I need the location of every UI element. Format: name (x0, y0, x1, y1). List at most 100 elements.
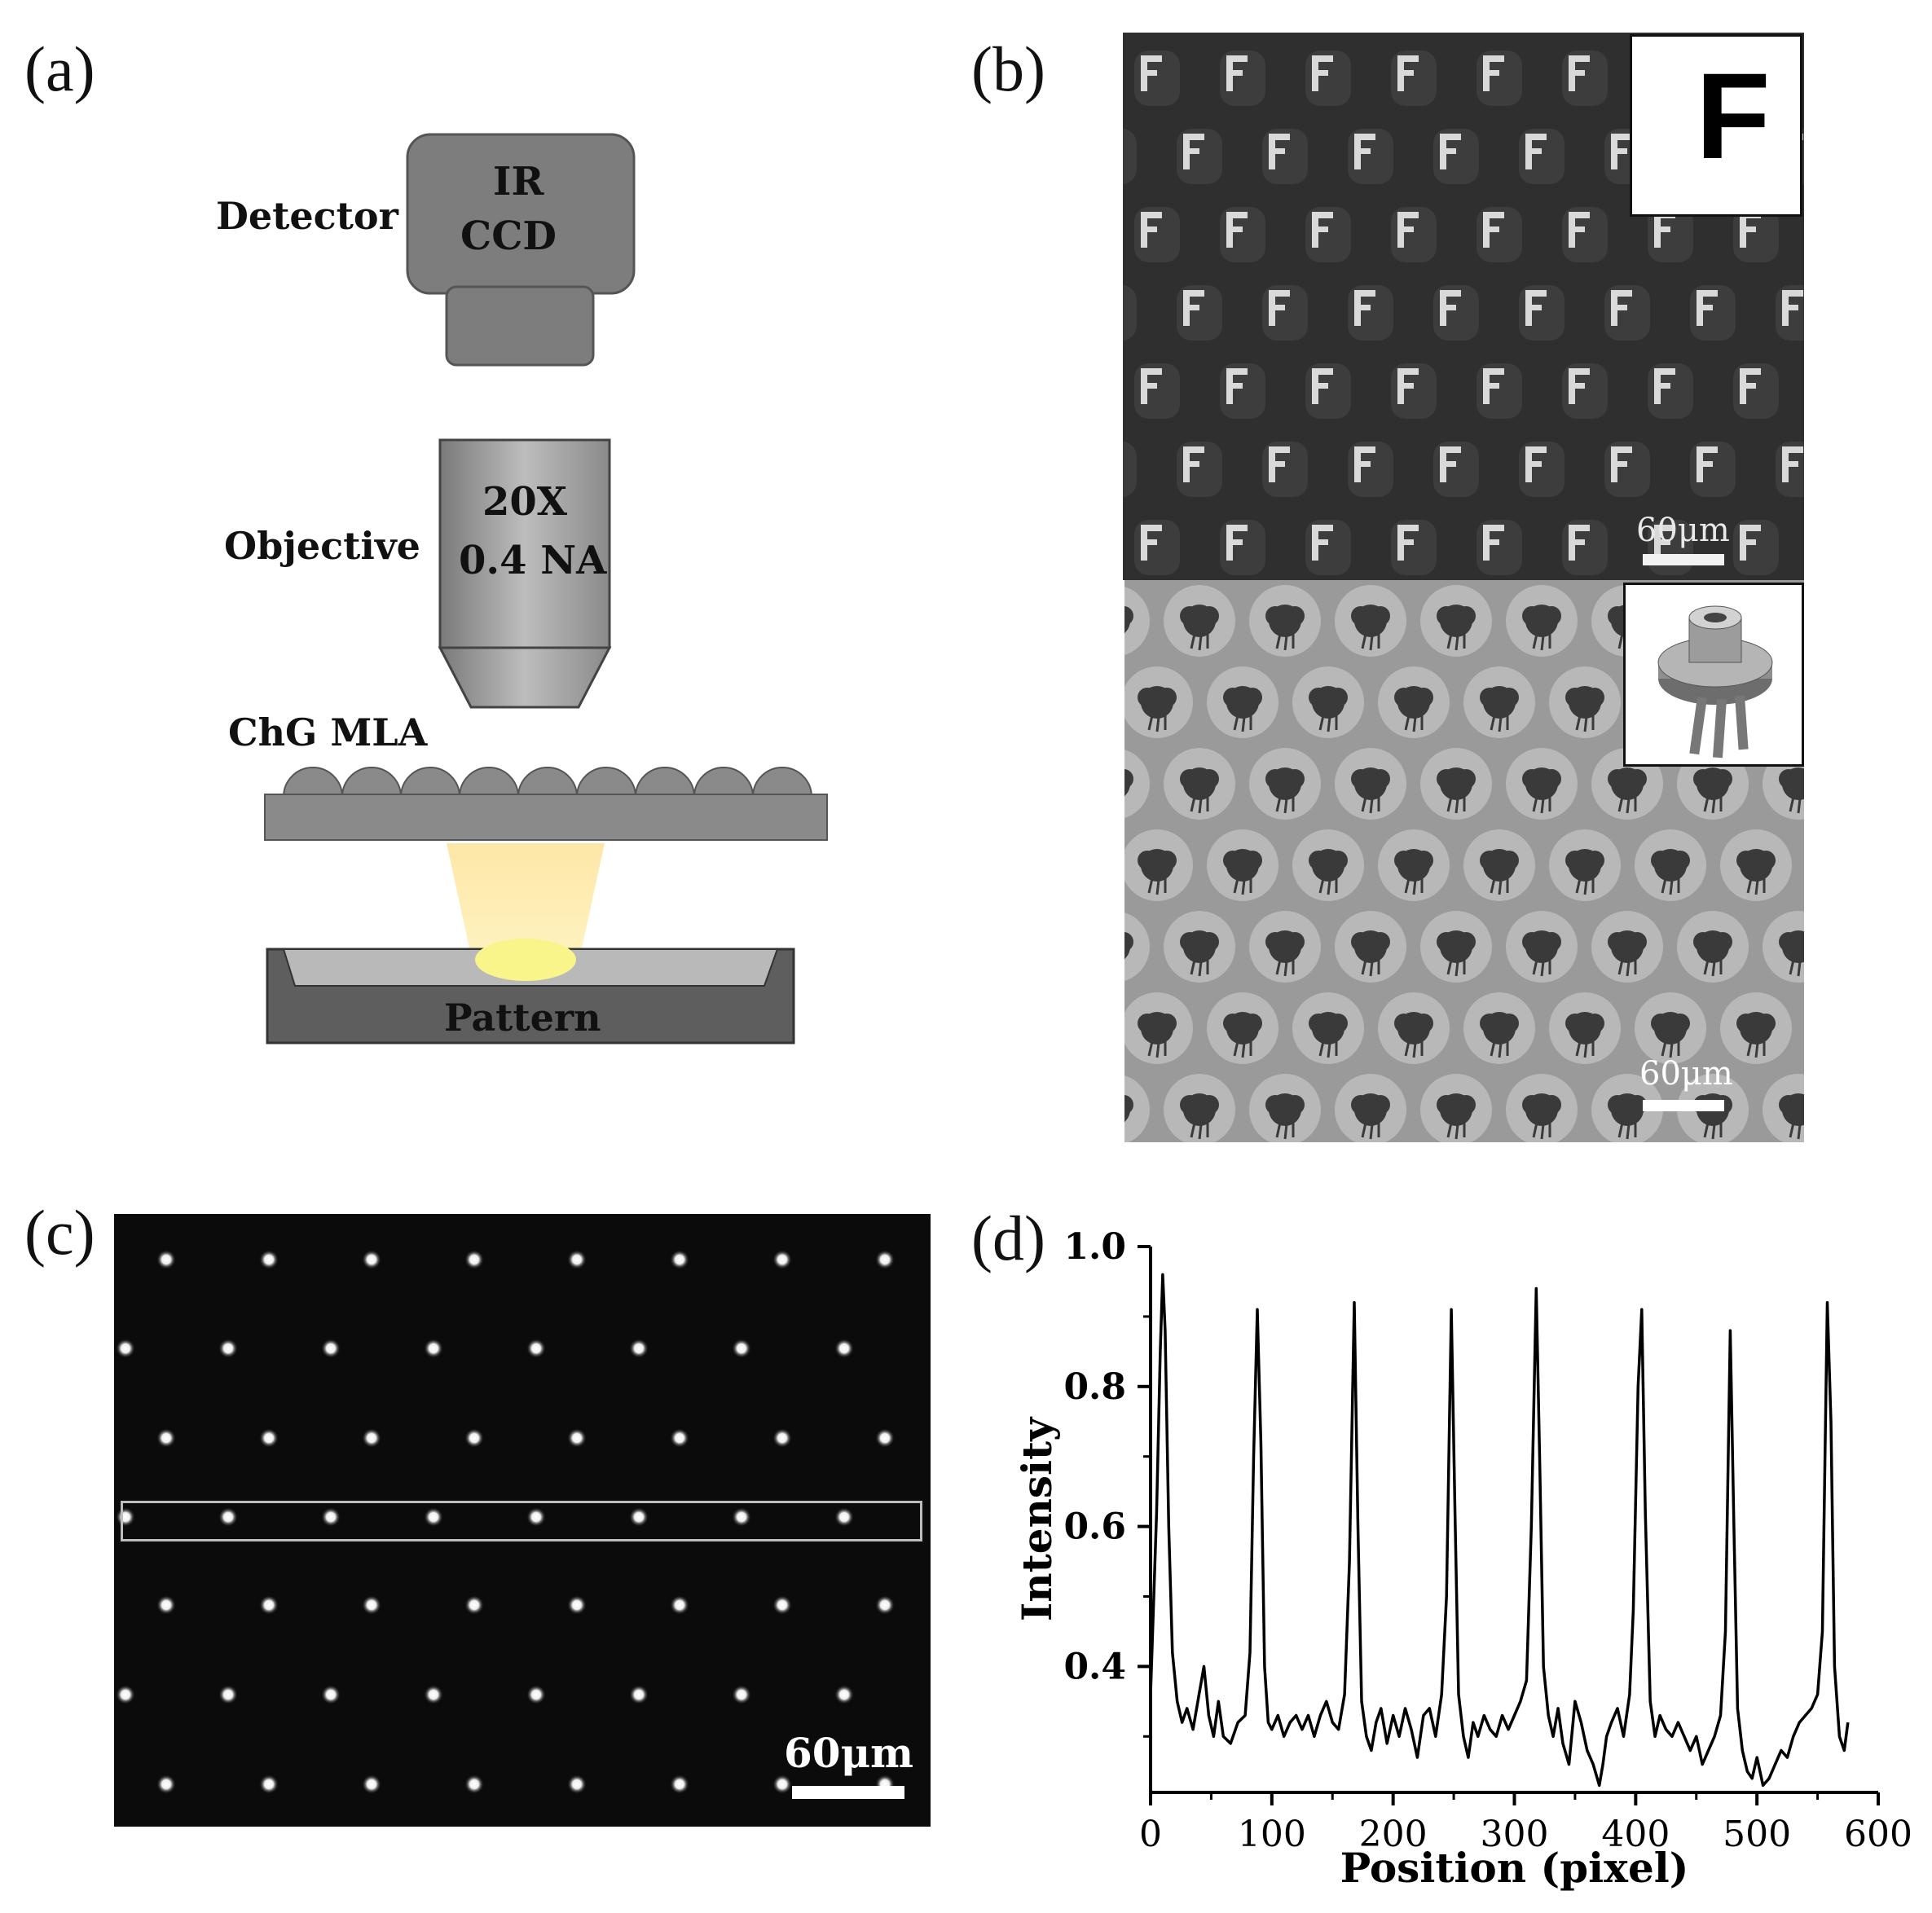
f-element (1391, 363, 1437, 419)
detector-label: Detector (216, 194, 398, 238)
scalebar-text-c: 60μm (784, 1729, 914, 1777)
focal-spot (526, 1685, 546, 1704)
x-tick-label: 0 (1139, 1814, 1162, 1855)
laser-element (1720, 992, 1792, 1064)
laser-element (1335, 1074, 1406, 1142)
panel-c-label: (c) (24, 1197, 95, 1268)
f-element (1262, 129, 1308, 184)
light-spot (475, 939, 576, 981)
laser-element (1506, 1074, 1578, 1142)
inset-laser-diode (1623, 583, 1804, 767)
laser-element (1763, 911, 1804, 983)
focal-spot (464, 1774, 484, 1794)
x-axis-label: Position (pixel) (1340, 1844, 1689, 1892)
laser-diode-icon (1657, 605, 1773, 759)
focal-spot (670, 1595, 689, 1615)
focal-spot (772, 1250, 792, 1269)
focal-spot (259, 1774, 279, 1794)
f-element (1477, 207, 1522, 262)
laser-element (1463, 992, 1535, 1064)
laser-array (1124, 585, 1804, 1142)
laser-element (1635, 992, 1706, 1064)
laser-element (1506, 911, 1578, 983)
focal-spot (362, 1595, 381, 1615)
laser-element (1677, 911, 1749, 983)
laser-element (1124, 749, 1150, 819)
focal-spot (670, 1428, 689, 1448)
focal-spot (464, 1595, 484, 1615)
laser-element (1591, 911, 1663, 983)
laser-element (1591, 1074, 1663, 1142)
focal-spot (732, 1685, 751, 1704)
focal-spot (156, 1428, 176, 1448)
laser-element (1164, 911, 1235, 983)
f-element (1519, 442, 1565, 497)
focal-spot (321, 1685, 341, 1704)
focal-spot (464, 1428, 484, 1448)
focal-spot (116, 1685, 135, 1704)
objective-tip (438, 646, 612, 709)
x-tick-label: 400 (1601, 1814, 1670, 1855)
focal-spot (362, 1250, 381, 1269)
focal-spot (424, 1507, 443, 1527)
focal-spot (156, 1774, 176, 1794)
laser-element (1207, 666, 1278, 738)
focal-spot (567, 1428, 587, 1448)
laser-element (1207, 992, 1278, 1064)
focal-spot (362, 1774, 381, 1794)
detector-mount (445, 285, 595, 367)
f-element (1220, 51, 1265, 106)
pattern-label: Pattern (444, 996, 601, 1040)
laser-element (1420, 911, 1492, 983)
focal-spot (259, 1428, 279, 1448)
light-beam (447, 843, 605, 963)
focal-spot (218, 1339, 238, 1358)
mla-lenses (282, 767, 813, 798)
laser-element (1124, 1075, 1150, 1142)
f-element (1690, 442, 1736, 497)
f-element (1262, 285, 1308, 341)
focal-spot (772, 1428, 792, 1448)
x-tick-label: 300 (1481, 1814, 1549, 1855)
mla-substrate (264, 794, 828, 841)
focal-spot (424, 1339, 443, 1358)
laser-element (1249, 748, 1321, 820)
laser-element (1549, 992, 1621, 1064)
f-element (1391, 207, 1437, 262)
scalebar-text-b-bottom: 60μm (1639, 1055, 1733, 1093)
laser-element (1207, 829, 1278, 901)
laser-element (1249, 911, 1321, 983)
f-element (1733, 520, 1779, 575)
focal-spot (464, 1250, 484, 1269)
focal-spot (834, 1685, 854, 1704)
f-element (1477, 520, 1522, 575)
laser-element (1292, 829, 1364, 901)
laser-element (1124, 666, 1193, 738)
focal-spot-array (116, 1250, 895, 1794)
laser-element (1292, 666, 1364, 738)
laser-element (1124, 586, 1150, 656)
y-tick-label: 0.8 (1063, 1366, 1126, 1408)
laser-element (1335, 748, 1406, 820)
laser-element (1124, 829, 1193, 901)
f-element (1433, 285, 1479, 341)
f-element (1177, 442, 1222, 497)
laser-element (1378, 666, 1450, 738)
focal-spot (116, 1339, 135, 1358)
laser-element (1164, 1074, 1235, 1142)
x-tick-label: 500 (1723, 1814, 1791, 1855)
objective-text-mag: 20X (482, 479, 568, 525)
laser-element (1124, 992, 1193, 1064)
focal-spot (772, 1774, 792, 1794)
f-element (1134, 363, 1180, 419)
f-element (1305, 363, 1351, 419)
f-element (1604, 285, 1650, 341)
f-element (1733, 363, 1779, 419)
f-element (1690, 285, 1736, 341)
f-element (1220, 520, 1265, 575)
x-tick-label: 600 (1844, 1814, 1912, 1855)
focal-spot (732, 1339, 751, 1358)
f-element (1348, 285, 1393, 341)
focal-spot (567, 1250, 587, 1269)
focal-spot (772, 1595, 792, 1615)
